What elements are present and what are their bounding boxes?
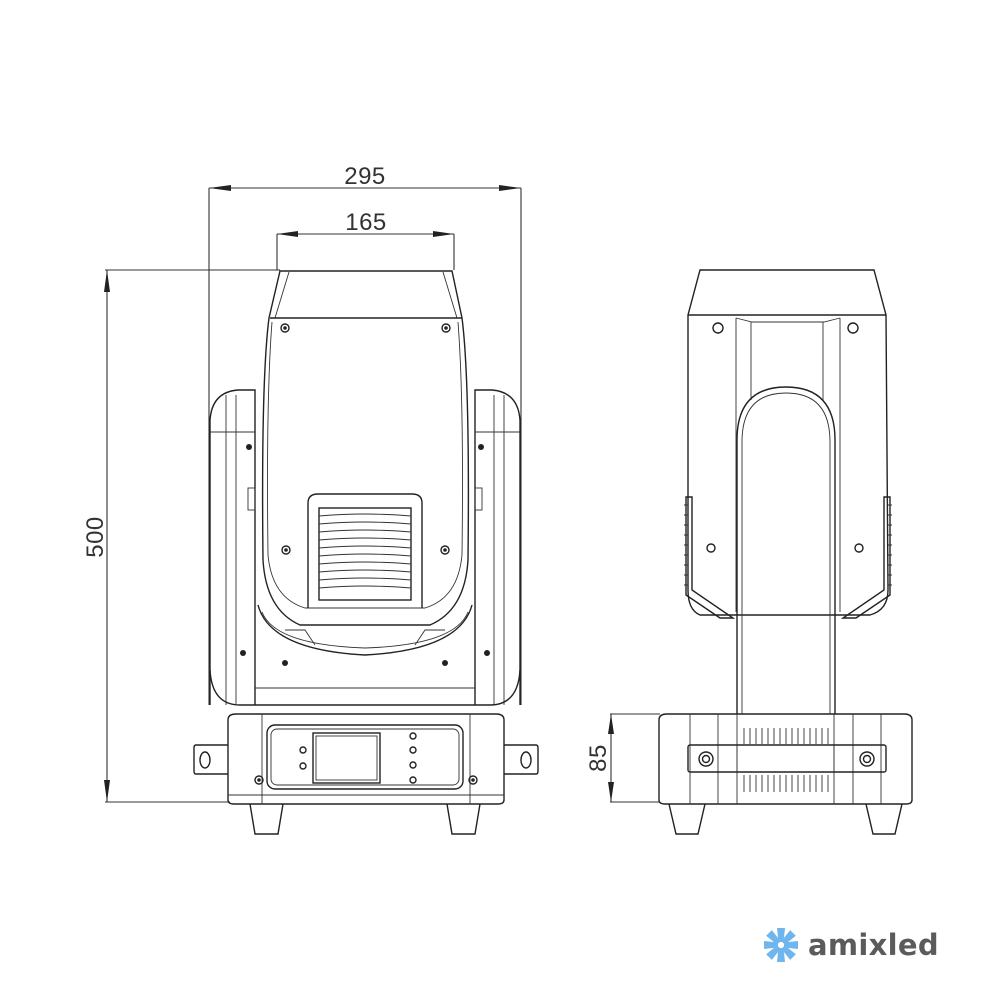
base-handle [687,744,887,773]
brand-name: amixled [808,928,939,962]
dimension-label-165: 165 [345,209,387,236]
lcd-display [312,732,381,784]
side-view [658,269,913,835]
side-yoke-arm [736,386,836,714]
dimension-overall-width: 295 [208,163,522,705]
dimension-label-500: 500 [82,516,109,558]
dimension-label-85: 85 [585,744,612,772]
left-yoke-arm [209,389,256,705]
front-base [193,713,539,835]
pinwheel-icon [764,928,798,962]
dimension-head-width: 165 [276,209,455,270]
brand-logo: amixled [762,926,939,964]
side-base [658,713,913,835]
head-vent-grille [307,493,423,608]
head-body [261,270,470,626]
right-yoke-arm [474,389,521,705]
dimension-base-height: 85 [585,713,660,803]
dimension-overall-height: 500 [82,269,280,803]
front-view [193,270,539,835]
dimension-label-295: 295 [344,163,386,190]
